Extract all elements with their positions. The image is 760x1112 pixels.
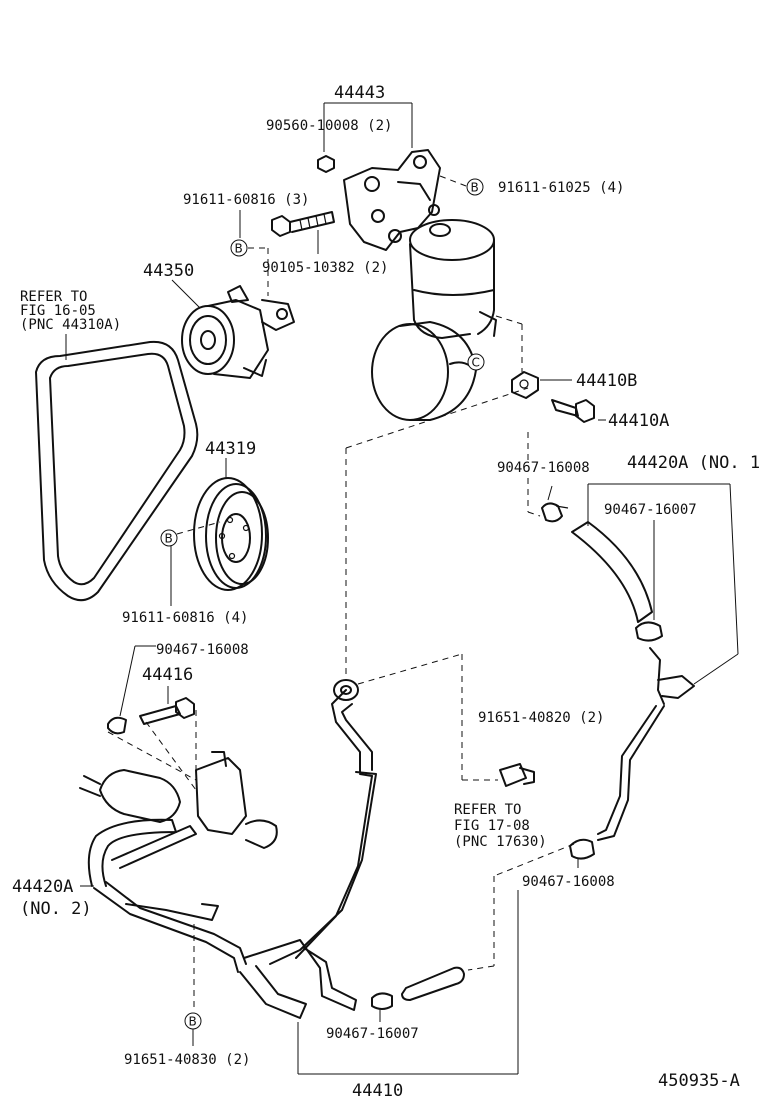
label-44420a-no2-line2: (NO. 2) (20, 899, 92, 919)
svg-text:B: B (235, 242, 243, 256)
label-91651-40830: 91651-40830 (2) (124, 1052, 250, 1068)
refer-to-line1: REFER TO (20, 289, 87, 305)
bolt-icon (271, 211, 335, 237)
label-91651-40820: 91651-40820 (2) (478, 710, 604, 726)
refer-to-line3: (PNC 44310A) (20, 317, 121, 333)
refer-to-2-line2: FIG 17-08 (454, 818, 530, 834)
bolt-icon (551, 399, 595, 423)
label-90105-10382: 90105-10382 (2) (262, 260, 388, 276)
marker-c: C (467, 353, 485, 371)
hose-icon (401, 966, 465, 1001)
belt-icon (35, 340, 199, 602)
label-44410: 44410 (352, 1081, 403, 1101)
label-90467-16008-c: 90467-16008 (522, 874, 615, 890)
steering-gear-icon (79, 751, 278, 849)
bracket-44443 (343, 149, 441, 251)
diagram-code: 450935-A (658, 1071, 740, 1091)
svg-text:B: B (165, 532, 173, 546)
label-90467-16008-a: 90467-16008 (497, 460, 590, 476)
label-91611-60816-3: 91611-60816 (3) (183, 192, 309, 208)
refer-to-line2: FIG 16-05 (20, 303, 96, 319)
hose-icon (87, 818, 247, 973)
svg-text:B: B (189, 1015, 197, 1029)
pulley-icon (181, 285, 295, 379)
marker-b-3: B (160, 529, 178, 547)
label-44420a-no2-line1: 44420A (12, 877, 73, 897)
label-90467-16008-b: 90467-16008 (156, 642, 249, 658)
label-44410b: 44410B (576, 371, 637, 391)
pressure-hose-icon (239, 689, 377, 1019)
label-90467-16007-a: 90467-16007 (604, 502, 697, 518)
label-44416: 44416 (142, 665, 193, 685)
clamp-icon (569, 838, 595, 860)
svg-text:B: B (471, 181, 479, 195)
label-44443: 44443 (323, 83, 413, 152)
marker-b-1: B (466, 178, 484, 196)
fitting-44416 (107, 697, 195, 735)
nut-icon (317, 155, 335, 173)
label-44350: 44350 (143, 261, 194, 281)
label-91611-61025: 91611-61025 (4) (498, 180, 624, 196)
fitting-banjo (333, 679, 359, 701)
label-44420a-no1: 44420A (NO. 1) (627, 453, 760, 473)
marker-b-2: B (230, 239, 248, 257)
clamp-icon (635, 621, 663, 642)
marker-b-4: B (184, 1012, 202, 1030)
svg-text:C: C (472, 356, 480, 370)
clamp-icon (541, 502, 569, 523)
label-44410a: 44410A (608, 411, 669, 431)
refer-to-2-line3: (PNC 17630) (454, 834, 547, 850)
pulley-icon (193, 477, 269, 591)
pump-icon (371, 219, 497, 421)
label-91611-60816-4: 91611-60816 (4) (122, 610, 248, 626)
fitting-44410b (511, 371, 539, 399)
svg-text:44443: 44443 (334, 83, 385, 103)
label-44319: 44319 (205, 439, 256, 459)
clamp-icon (371, 992, 393, 1010)
pressure-switch-icon (499, 763, 535, 787)
label-90467-16007-b: 90467-16007 (326, 1026, 419, 1042)
hose-icon (571, 521, 653, 623)
refer-to-2-line1: REFER TO (454, 802, 521, 818)
label-90560-10008: 90560-10008 (2) (266, 118, 392, 134)
pipe-icon (597, 647, 695, 841)
